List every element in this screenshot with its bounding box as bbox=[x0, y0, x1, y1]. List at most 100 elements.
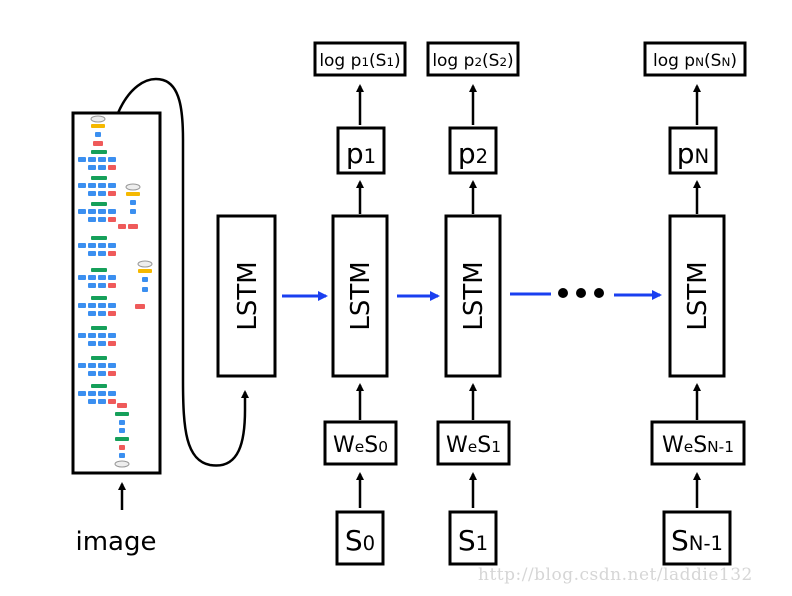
cnn-node-conv bbox=[88, 217, 96, 222]
cnn-node-conv bbox=[98, 157, 106, 162]
word-label: S1 bbox=[458, 524, 488, 557]
cnn-node-pool bbox=[108, 191, 116, 196]
embedding-label: WeSN-1 bbox=[662, 433, 734, 458]
initial-lstm-label: LSTM bbox=[233, 261, 263, 330]
cnn-node-conv bbox=[88, 333, 96, 338]
cnn-node-pool bbox=[108, 165, 116, 170]
cnn-node-conv bbox=[108, 209, 116, 214]
prob-label: pN bbox=[677, 137, 709, 170]
prob-label: p2 bbox=[458, 137, 488, 170]
cnn-node-conv bbox=[108, 275, 116, 280]
cnn-node-pool bbox=[135, 304, 145, 309]
cnn-node-pool bbox=[108, 251, 116, 256]
cnn-node-conv bbox=[78, 157, 86, 162]
embedding-box bbox=[436, 420, 511, 466]
cnn-node-concat bbox=[91, 236, 107, 240]
prob-box bbox=[336, 126, 386, 175]
cnn-node-conv bbox=[98, 399, 106, 404]
cnn-frame bbox=[71, 111, 162, 475]
lstm-cell bbox=[444, 214, 502, 378]
cnn-node-conv bbox=[98, 243, 106, 248]
cnn-node-conv bbox=[98, 333, 106, 338]
cnn-node-terminal bbox=[137, 260, 153, 268]
cnn-node-concat bbox=[91, 176, 107, 180]
cnn-node-conv bbox=[88, 399, 96, 404]
cnn-node-conv bbox=[78, 209, 86, 214]
cnn-node-conv bbox=[130, 209, 136, 214]
embedding-box bbox=[650, 420, 746, 466]
cnn-node-pool bbox=[108, 399, 116, 404]
cnn-node-conv bbox=[88, 165, 96, 170]
initial-lstm-cell: LSTM bbox=[216, 214, 277, 378]
cnn-node-conv bbox=[88, 243, 96, 248]
log-prob-box bbox=[643, 41, 747, 77]
cnn-node-pool bbox=[108, 283, 116, 288]
cnn-node-conv bbox=[88, 303, 96, 308]
cnn-node-softmax bbox=[91, 124, 105, 128]
cnn-node-conv bbox=[142, 287, 148, 292]
cnn-node-conv bbox=[78, 333, 86, 338]
cnn-node-conv bbox=[78, 363, 86, 368]
cnn-node-terminal bbox=[125, 183, 141, 191]
cnn-node-pool bbox=[119, 445, 125, 450]
cnn-node-conv bbox=[98, 217, 106, 222]
cnn-node-conv bbox=[98, 311, 106, 316]
cnn-node-conv bbox=[108, 157, 116, 162]
cnn-node-concat bbox=[91, 384, 107, 388]
cnn-node-conv bbox=[88, 283, 96, 288]
cnn-node-pool bbox=[108, 371, 116, 376]
cnn-node-conv bbox=[98, 209, 106, 214]
cnn-node-conv bbox=[98, 251, 106, 256]
cnn-node-conv bbox=[98, 283, 106, 288]
cnn-node-concat bbox=[115, 437, 129, 441]
cnn-node-conv bbox=[88, 341, 96, 346]
cnn-node-conv bbox=[88, 209, 96, 214]
image-label: image bbox=[76, 527, 157, 557]
cnn-node-concat bbox=[91, 356, 107, 360]
cnn-node-pool bbox=[118, 224, 126, 229]
log-prob-label: log p1(S1) bbox=[319, 51, 400, 71]
lstm-label: LSTM bbox=[346, 261, 376, 330]
cnn-node-conv bbox=[108, 333, 116, 338]
cnn-node-conv bbox=[98, 191, 106, 196]
cnn-node-conv bbox=[78, 275, 86, 280]
cnn-block bbox=[71, 111, 162, 475]
cnn-node-conv bbox=[98, 303, 106, 308]
cnn-node-conv bbox=[108, 363, 116, 368]
cnn-node-conv bbox=[88, 157, 96, 162]
cnn-to-lstm-connector bbox=[116, 77, 249, 467]
cnn-node-concat bbox=[91, 202, 107, 206]
cnn-node-conv bbox=[78, 391, 86, 396]
cnn-node-terminal bbox=[90, 115, 106, 123]
cnn-node-conv bbox=[78, 303, 86, 308]
ellipsis-dots bbox=[558, 288, 604, 298]
cnn-node-conv bbox=[108, 183, 116, 188]
lstm-label: LSTM bbox=[683, 261, 713, 330]
cnn-node-conv bbox=[98, 391, 106, 396]
cnn-node-pool bbox=[93, 141, 103, 146]
lstm-cell bbox=[331, 214, 389, 378]
cnn-node-pool bbox=[108, 311, 116, 316]
cnn-node-conv bbox=[119, 453, 125, 458]
cnn-node-conv bbox=[142, 277, 148, 282]
word-label: S0 bbox=[345, 524, 375, 557]
cnn-node-conv bbox=[98, 183, 106, 188]
watermark: http://blog.csdn.net/laddie132 bbox=[478, 565, 753, 585]
cnn-node-conv bbox=[98, 363, 106, 368]
cnn-node-conv bbox=[78, 243, 86, 248]
cnn-node-conv bbox=[88, 191, 96, 196]
embedding-label: WeS0 bbox=[333, 433, 388, 458]
cnn-node-conv bbox=[98, 371, 106, 376]
cnn-node-conv bbox=[88, 183, 96, 188]
cnn-node-concat bbox=[91, 326, 107, 330]
cnn-node-conv bbox=[130, 200, 136, 205]
cnn-node-conv bbox=[95, 132, 101, 137]
cnn-node-pool bbox=[108, 217, 116, 222]
cnn-node-concat bbox=[115, 412, 129, 416]
cnn-node-conv bbox=[119, 420, 125, 425]
word-label: SN-1 bbox=[671, 524, 723, 557]
cnn-node-pool bbox=[128, 224, 138, 229]
log-prob-box bbox=[426, 41, 520, 77]
